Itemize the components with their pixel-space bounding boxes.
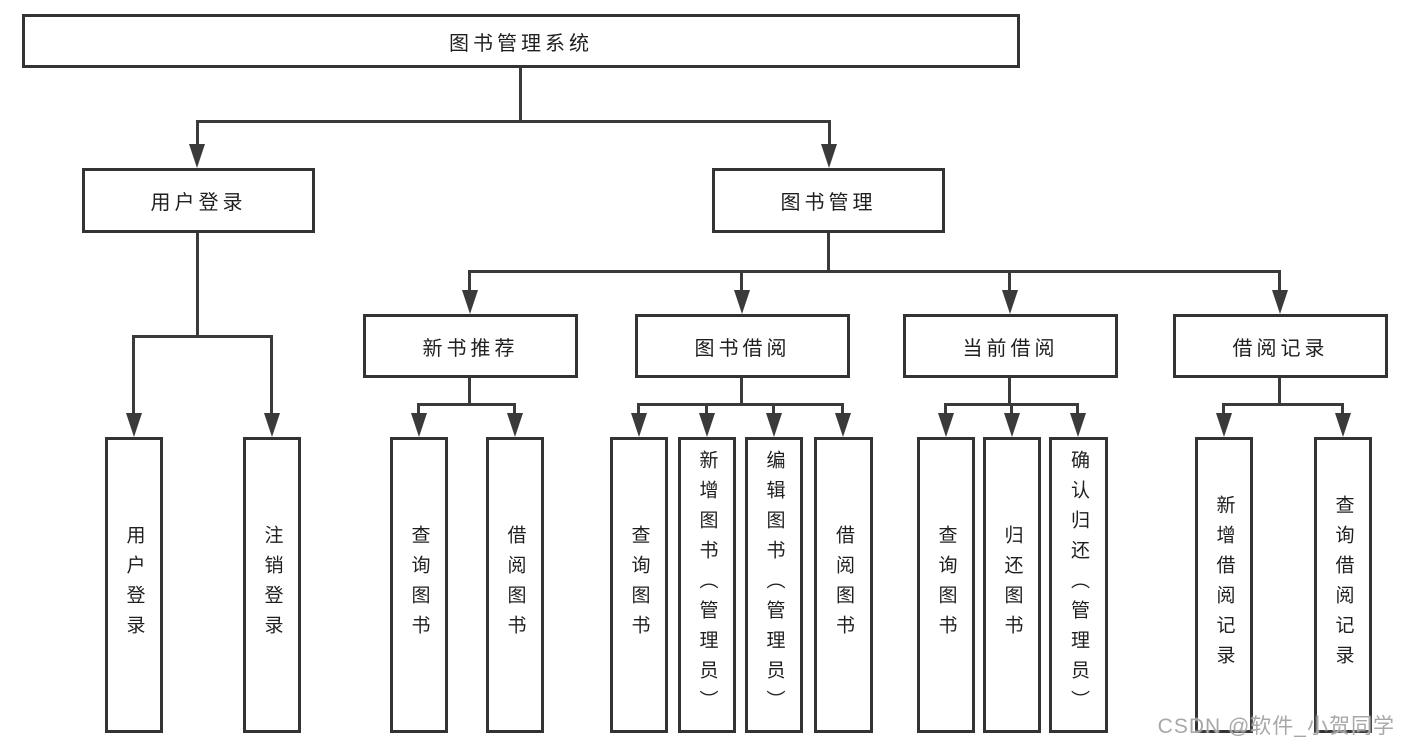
leaf-confirm-return-admin-label: 确认归还（管理员） bbox=[1068, 450, 1089, 720]
arrowhead-book-mgmt bbox=[821, 144, 837, 168]
node-current-borrowing: 当前借阅 bbox=[903, 314, 1118, 378]
leaf-logout-label: 注销登录 bbox=[261, 525, 283, 645]
leaf-edit-books-admin-label: 编辑图书（管理员） bbox=[763, 450, 785, 720]
csdn-watermark: CSDN @软件_小贺同学 bbox=[1157, 715, 1395, 738]
arrowhead-current-borrow bbox=[1002, 290, 1018, 314]
arrowhead-leaf bbox=[631, 413, 647, 437]
node-user-login-label: 用户登录 bbox=[150, 192, 247, 214]
connector-stub bbox=[1010, 403, 1013, 415]
node-root: 图书管理系统 bbox=[22, 14, 1020, 68]
connector-drop-user-login bbox=[196, 120, 199, 146]
connector-book-borrow-split bbox=[637, 403, 844, 406]
arrowhead-leaf bbox=[507, 413, 523, 437]
connector-new-books-drop bbox=[468, 378, 471, 405]
leaf-borrow-books-recommend: 借阅图书 bbox=[486, 437, 544, 733]
leaf-logout: 注销登录 bbox=[243, 437, 301, 733]
leaf-query-borrow-record-label: 查询借阅记录 bbox=[1332, 495, 1354, 675]
leaf-query-books-borrowing: 查询图书 bbox=[610, 437, 668, 733]
connector-drop-leaf-login bbox=[132, 335, 135, 413]
connector-user-login-drop bbox=[196, 233, 199, 337]
connector-drop-current-borrow bbox=[1008, 270, 1011, 292]
node-user-login: 用户登录 bbox=[82, 168, 315, 233]
leaf-query-borrow-record: 查询借阅记录 bbox=[1314, 437, 1372, 733]
connector-user-login-split bbox=[132, 335, 273, 338]
arrowhead-new-books bbox=[462, 290, 478, 314]
connector-root-split bbox=[196, 120, 831, 123]
leaf-confirm-return-admin: 确认归还（管理员） bbox=[1049, 437, 1108, 733]
leaf-query-books-recommend: 查询图书 bbox=[390, 437, 448, 733]
leaf-return-books-label: 归还图书 bbox=[1001, 525, 1023, 645]
leaf-borrow-books-recommend-label: 借阅图书 bbox=[504, 525, 526, 645]
connector-new-books-split bbox=[417, 403, 516, 406]
connector-borrow-records-split bbox=[1222, 403, 1344, 406]
arrowhead-leaf bbox=[699, 413, 715, 437]
arrowhead-leaf bbox=[1070, 413, 1086, 437]
node-new-book-recommend: 新书推荐 bbox=[363, 314, 578, 378]
leaf-user-login: 用户登录 bbox=[105, 437, 163, 733]
arrowhead-leaf bbox=[411, 413, 427, 437]
arrowhead-leaf bbox=[938, 413, 954, 437]
node-book-management-label: 图书管理 bbox=[780, 192, 877, 214]
leaf-query-books-current: 查询图书 bbox=[917, 437, 975, 733]
connector-stub bbox=[513, 403, 516, 415]
leaf-edit-books-admin: 编辑图书（管理员） bbox=[745, 437, 803, 733]
connector-drop-new-books bbox=[468, 270, 471, 292]
arrowhead-book-borrow bbox=[734, 290, 750, 314]
arrowhead-leaf-logout bbox=[264, 413, 280, 437]
arrowhead-leaf bbox=[1216, 413, 1232, 437]
leaf-user-login-label: 用户登录 bbox=[123, 525, 145, 645]
arrowhead-borrow-records bbox=[1272, 290, 1288, 314]
node-borrowing-records: 借阅记录 bbox=[1173, 314, 1388, 378]
connector-borrow-records-drop bbox=[1278, 378, 1281, 405]
arrowhead-user-login bbox=[189, 144, 205, 168]
leaf-borrow-books: 借阅图书 bbox=[814, 437, 873, 733]
node-current-borrowing-label: 当前借阅 bbox=[962, 337, 1059, 360]
node-book-management: 图书管理 bbox=[712, 168, 945, 233]
connector-stub bbox=[1341, 403, 1344, 415]
connector-drop-book-mgmt bbox=[828, 120, 831, 146]
arrowhead-leaf bbox=[1004, 413, 1020, 437]
connector-stub bbox=[944, 403, 947, 415]
leaf-borrow-books-label: 借阅图书 bbox=[833, 525, 854, 645]
arrowhead-leaf bbox=[835, 413, 851, 437]
connector-stub bbox=[772, 403, 775, 415]
connector-book-mgmt-split bbox=[468, 270, 1281, 273]
leaf-query-books-borrowing-label: 查询图书 bbox=[628, 525, 650, 645]
leaf-add-borrow-record: 新增借阅记录 bbox=[1195, 437, 1253, 733]
node-book-borrowing-label: 图书借阅 bbox=[694, 337, 791, 360]
connector-drop-borrow-records bbox=[1278, 270, 1281, 292]
connector-stub bbox=[1222, 403, 1225, 415]
arrowhead-leaf bbox=[766, 413, 782, 437]
leaf-add-books-admin-label: 新增图书（管理员） bbox=[696, 450, 718, 720]
connector-drop-book-borrow bbox=[740, 270, 743, 292]
connector-stub bbox=[417, 403, 420, 415]
leaf-query-books-current-label: 查询图书 bbox=[935, 525, 957, 645]
connector-book-borrow-drop bbox=[740, 378, 743, 405]
connector-stub bbox=[705, 403, 708, 415]
leaf-query-books-recommend-label: 查询图书 bbox=[408, 525, 430, 645]
leaf-return-books: 归还图书 bbox=[983, 437, 1041, 733]
connector-book-mgmt-drop bbox=[827, 233, 830, 272]
connector-stub bbox=[637, 403, 640, 415]
node-book-borrowing: 图书借阅 bbox=[635, 314, 850, 378]
connector-stub bbox=[841, 403, 844, 415]
node-borrowing-records-label: 借阅记录 bbox=[1232, 337, 1329, 360]
connector-root-drop bbox=[519, 68, 522, 122]
connector-current-borrow-drop bbox=[1008, 378, 1011, 405]
leaf-add-books-admin: 新增图书（管理员） bbox=[678, 437, 736, 733]
connector-stub bbox=[1076, 403, 1079, 415]
leaf-add-borrow-record-label: 新增借阅记录 bbox=[1213, 495, 1235, 675]
arrowhead-leaf bbox=[1335, 413, 1351, 437]
arrowhead-leaf-login bbox=[126, 413, 142, 437]
node-new-book-recommend-label: 新书推荐 bbox=[422, 337, 519, 360]
node-root-label: 图书管理系统 bbox=[449, 32, 593, 55]
connector-drop-leaf-logout bbox=[270, 335, 273, 413]
